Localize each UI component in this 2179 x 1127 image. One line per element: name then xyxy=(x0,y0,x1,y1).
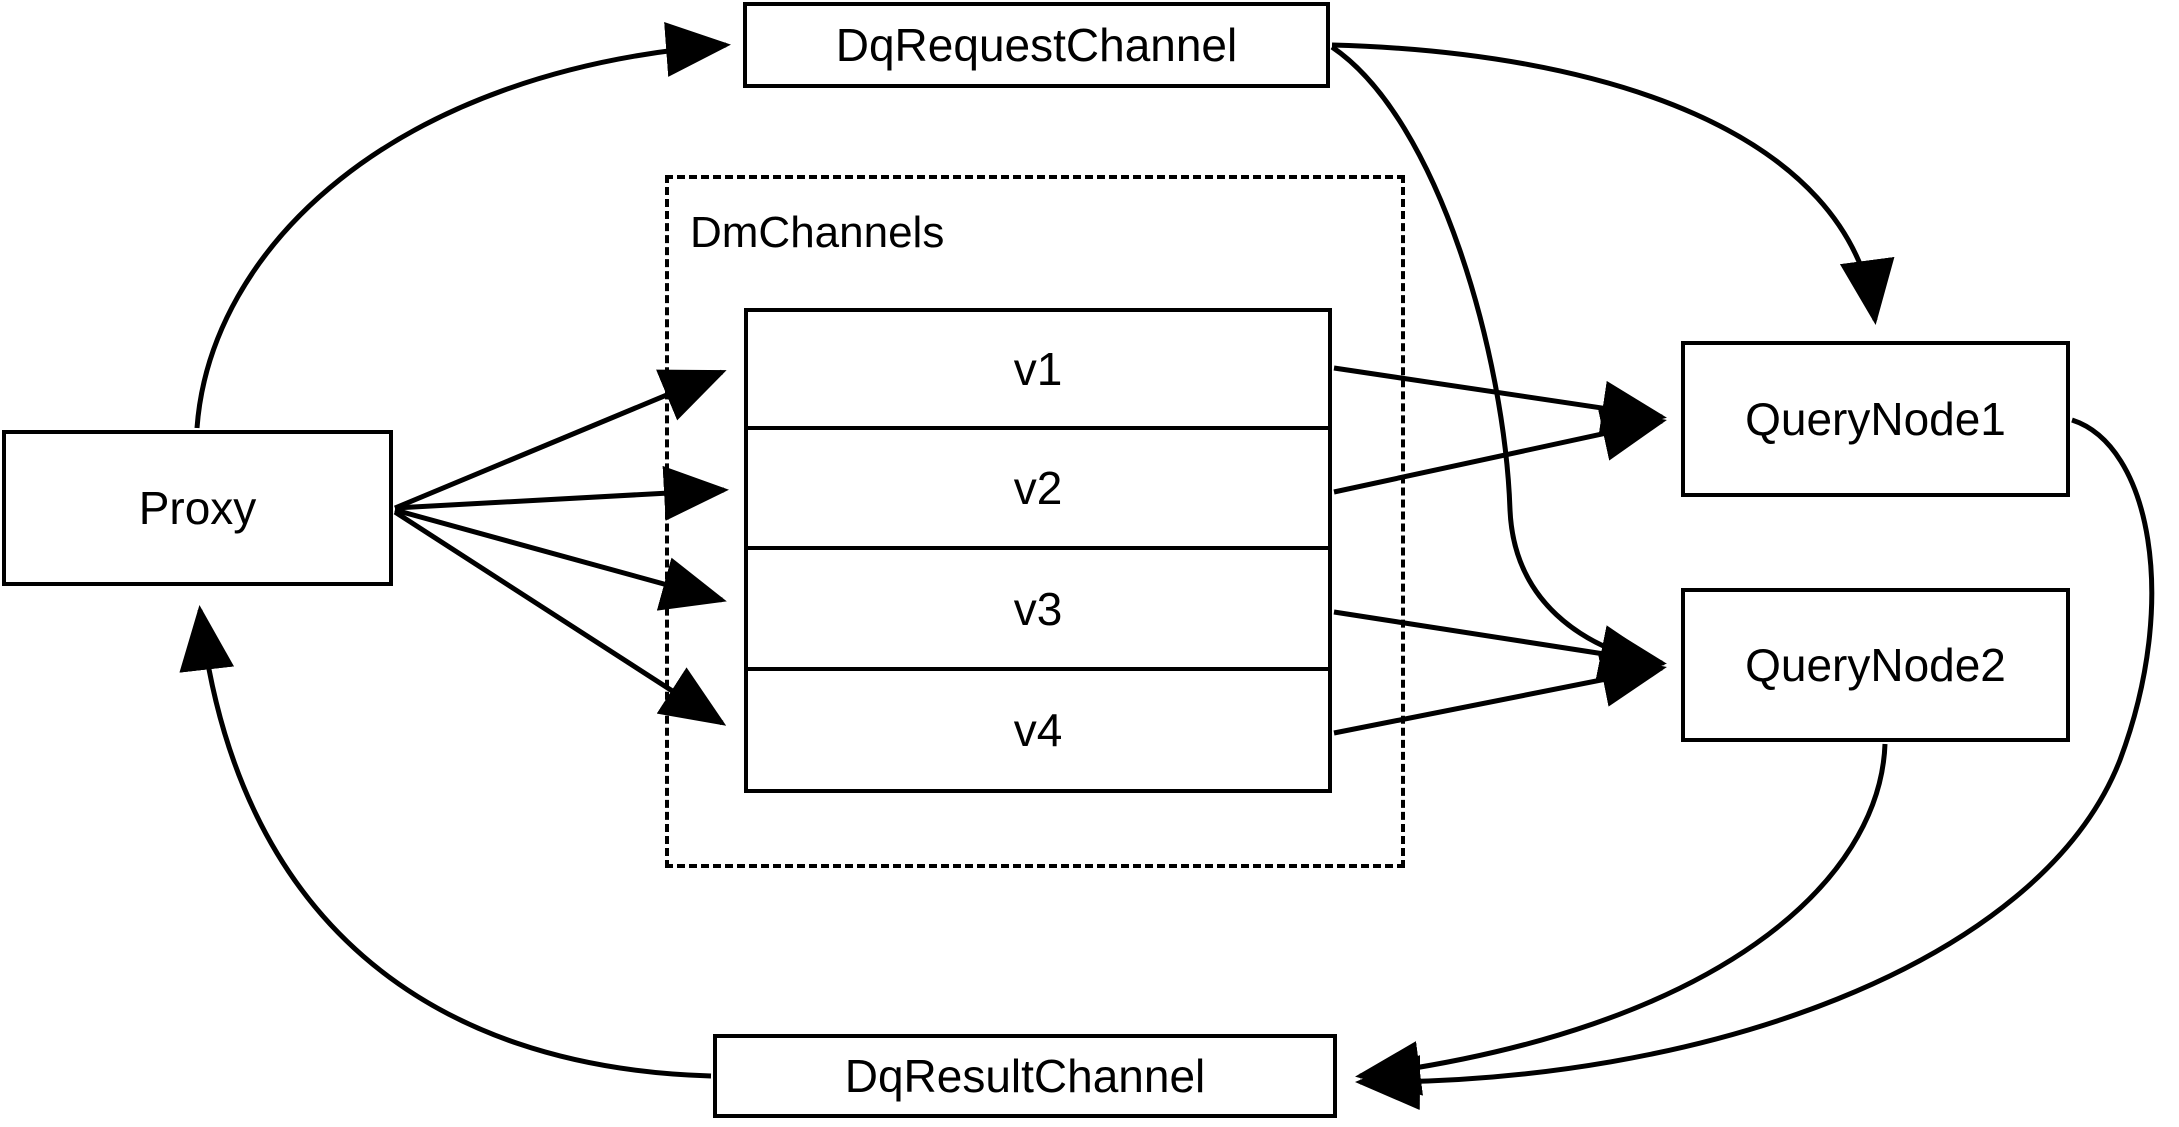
dm-channels-table: v1 v2 v3 v4 xyxy=(744,308,1332,793)
node-query-node-1[interactable]: QueryNode1 xyxy=(1681,341,2070,497)
edge-dq-request-channel-to-query-node-1 xyxy=(1331,42,1895,325)
dm-channels-group-label: DmChannels xyxy=(690,208,945,257)
edge-query-node-1-to-dq-result-channel xyxy=(1355,417,2155,1111)
node-dq-request-channel-label: DqRequestChannel xyxy=(835,19,1238,71)
node-dq-result-channel-label: DqResultChannel xyxy=(844,1050,1206,1102)
node-proxy-label: Proxy xyxy=(138,482,257,534)
node-dq-request-channel[interactable]: DqRequestChannel xyxy=(743,2,1330,88)
node-query-node-1-label: QueryNode1 xyxy=(1745,393,2006,445)
edge-proxy-to-v2 xyxy=(394,465,729,521)
edge-dq-request-channel-to-query-node-2 xyxy=(1330,44,1665,680)
edge-v2-to-query-node-1 xyxy=(1333,406,1667,495)
dm-channel-row[interactable]: v1 xyxy=(748,312,1328,431)
dm-channel-row[interactable]: v2 xyxy=(748,430,1328,551)
dm-channel-row-label: v2 xyxy=(1013,462,1063,515)
dm-channels-group xyxy=(665,175,1405,868)
dm-channel-row[interactable]: v4 xyxy=(748,671,1328,789)
node-proxy[interactable]: Proxy xyxy=(2,430,393,586)
edge-proxy-to-dq-request-channel xyxy=(194,22,731,429)
dm-channel-row-label: v4 xyxy=(1013,704,1063,756)
edge-dq-result-channel-to-proxy xyxy=(179,605,712,1079)
dm-channel-row-label: v1 xyxy=(1013,343,1063,396)
node-query-node-2[interactable]: QueryNode2 xyxy=(1681,588,2070,742)
node-query-node-2-label: QueryNode2 xyxy=(1745,639,2006,691)
dm-channel-row-label: v3 xyxy=(1013,582,1063,635)
dm-channel-row[interactable]: v3 xyxy=(748,550,1328,672)
node-dq-result-channel[interactable]: DqResultChannel xyxy=(713,1034,1337,1118)
edge-query-node-2-to-dq-result-channel xyxy=(1355,743,1888,1096)
